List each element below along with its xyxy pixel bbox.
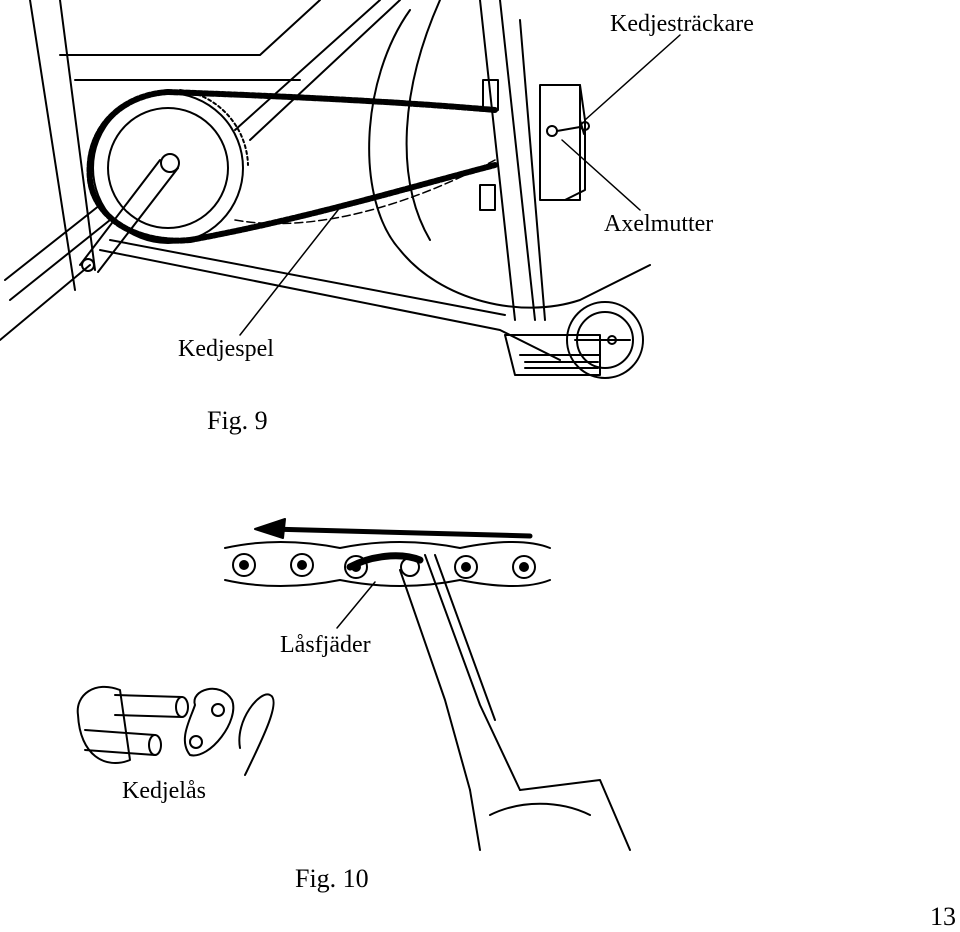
- sprocket-inner: [107, 107, 229, 229]
- spring-clip: [238, 693, 275, 776]
- chain-lower: [187, 162, 498, 243]
- frame-tube-upper: [59, 0, 321, 81]
- pliers-jaw-left: [399, 569, 471, 791]
- figure-9-caption: Fig. 9: [207, 406, 268, 435]
- master-link-pin-upper: [114, 694, 183, 718]
- pliers-jaw-inner: [434, 554, 496, 721]
- flywheel: [368, 9, 651, 309]
- pliers-jaw-right: [424, 554, 521, 791]
- tensioner-knob: [580, 121, 590, 131]
- flywheel-inner: [405, 0, 441, 241]
- pliers-handle-grip: [489, 802, 591, 816]
- frame-bottom: [99, 239, 561, 361]
- leader-axle-nut: [561, 139, 641, 211]
- page-number: 13: [930, 902, 956, 931]
- frame-tube-down: [4, 204, 111, 301]
- chain-upper: [165, 89, 498, 113]
- frame-tube-top: [29, 0, 96, 291]
- label-lock-spring: Låsfjäder: [280, 632, 371, 658]
- frame-inner: [234, 0, 401, 141]
- direction-arrow-shaft: [267, 526, 533, 539]
- label-axle-nut: Axelmutter: [604, 211, 714, 237]
- master-link-pin-lower: [84, 729, 156, 756]
- side-plate: [183, 687, 235, 757]
- crank-hub: [160, 153, 180, 173]
- leader-chain-tensioner: [584, 34, 681, 121]
- pin-end-lower: [148, 734, 162, 756]
- pin-end-upper: [175, 696, 189, 718]
- tensioner-plate: [539, 84, 581, 201]
- frame-rear-stay: [0, 264, 91, 341]
- figure-9-drawing: [0, 0, 681, 379]
- transport-wheel: [566, 301, 644, 379]
- label-chain-tensioner: Kedjesträckare: [610, 11, 754, 37]
- lock-spring-pin: [400, 557, 420, 577]
- chain-slack-dashed: [234, 159, 496, 225]
- label-chain-slack: Kedjespel: [178, 336, 274, 362]
- chain-wrap: [86, 89, 193, 244]
- plate-edge: [564, 84, 586, 201]
- side-plate-hole-1: [211, 703, 225, 717]
- crank-pedal-hole: [81, 258, 95, 272]
- upright-post: [479, 0, 536, 321]
- direction-arrow-head: [254, 518, 286, 539]
- bracket-lower: [479, 184, 496, 211]
- chain-strip: [224, 541, 551, 587]
- crank-arm: [79, 159, 179, 273]
- leader-chain-slack: [239, 209, 339, 336]
- leader-lock-spring: [336, 581, 376, 629]
- figure-10-caption: Fig. 10: [295, 864, 369, 893]
- pliers-handle: [469, 779, 631, 851]
- upright-rear: [519, 19, 546, 321]
- side-plate-hole-2: [189, 735, 203, 749]
- foot-grip: [519, 354, 601, 369]
- master-link-plate: [76, 685, 131, 764]
- chain-rollers: [232, 553, 536, 579]
- stabilizer-foot: [504, 334, 601, 376]
- label-chain-lock: Kedjelås: [122, 778, 206, 804]
